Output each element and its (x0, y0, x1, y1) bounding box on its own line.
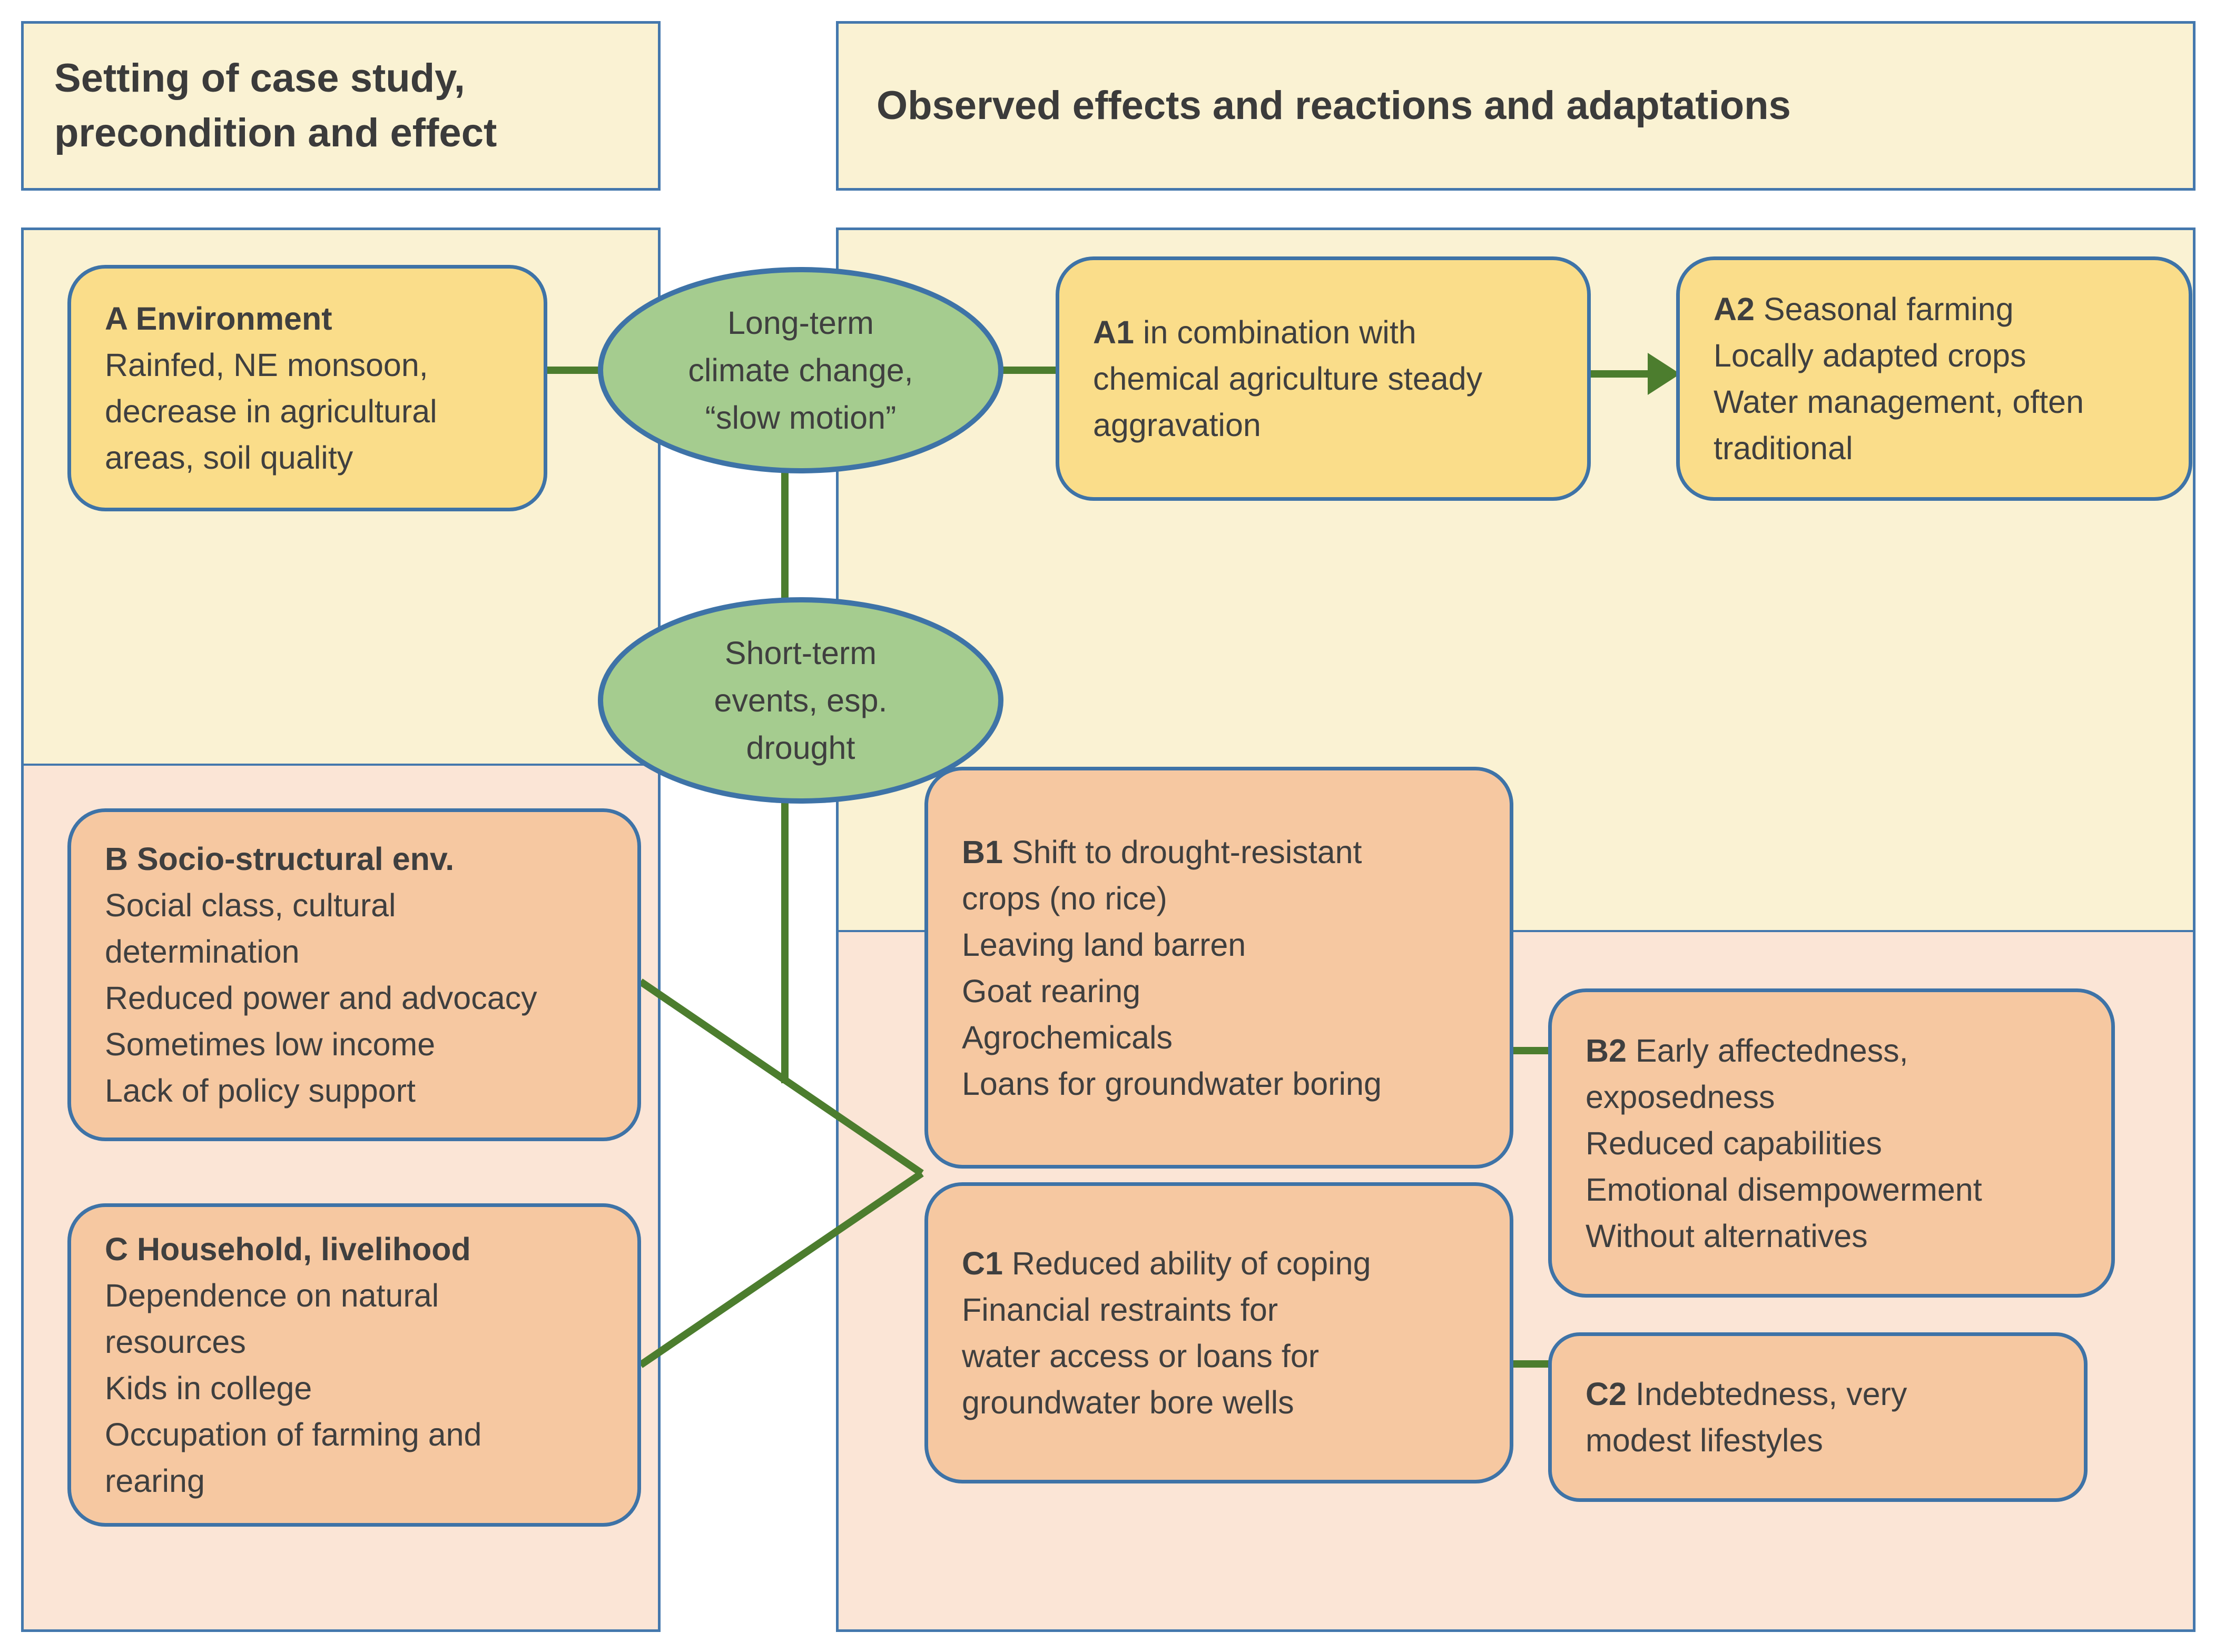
box-b1-first: Shift to drought-resistant (1002, 834, 1362, 870)
box-a2-firstline: A2 Seasonal farming (1714, 286, 2155, 332)
box-a2-seasonal-farming: A2 Seasonal farming Locally adapted crop… (1676, 256, 2192, 501)
connector-a-to-longterm (538, 367, 602, 374)
box-c1-lead: C1 (962, 1245, 1003, 1281)
header-setting-text: Setting of case study, precondition and … (54, 56, 497, 155)
connector-longterm-to-a1 (1000, 367, 1059, 374)
ellipse-short-term-events: Short-term events, esp. drought (598, 597, 1003, 804)
box-b2-firstline: B2 Early affectedness, (1586, 1027, 2078, 1074)
box-c1-reduced-ability-of-coping: C1 Reduced ability of coping Financial r… (924, 1182, 1513, 1483)
box-a1-body: chemical agriculture steady aggravation (1093, 361, 1483, 443)
box-a1-chemical-agriculture: A1 in combination with chemical agricult… (1056, 256, 1591, 501)
connector-longterm-to-shortterm (781, 463, 789, 606)
box-a2-lead: A2 (1714, 291, 1755, 327)
box-c2-body: modest lifestyles (1586, 1422, 1823, 1458)
box-c1-body: Financial restraints for water access or… (962, 1292, 1320, 1420)
box-b-body: Social class, cultural determination Red… (105, 887, 537, 1109)
box-a2-first: Seasonal farming (1754, 291, 2014, 327)
arrowhead-a1-to-a2 (1648, 353, 1680, 395)
box-b2-lead: B2 (1586, 1032, 1627, 1069)
box-b1-firstline: B1 Shift to drought-resistant (962, 829, 1476, 875)
box-b-socio-structural: B Socio-structural env. Social class, cu… (67, 808, 641, 1141)
box-b1-body: crops (no rice) Leaving land barren Goat… (962, 880, 1382, 1102)
box-c-firstline: C Household, livelihood (105, 1226, 604, 1272)
box-c1-firstline: C1 Reduced ability of coping (962, 1240, 1476, 1287)
ellipse-long-term-climate-change: Long-term climate change, “slow motion” (598, 267, 1003, 473)
box-c2-indebtedness: C2 Indebtedness, very modest lifestyles (1548, 1332, 2088, 1502)
ellipse-long-term-text: Long-term climate change, “slow motion” (688, 305, 913, 436)
box-c-household-livelihood: C Household, livelihood Dependence on na… (67, 1203, 641, 1527)
box-b2-body: exposedness Reduced capabilities Emotion… (1586, 1079, 1982, 1254)
box-a-lead: A Environment (105, 301, 332, 337)
header-observed-effects: Observed effects and reactions and adapt… (836, 21, 2196, 191)
header-observed-text: Observed effects and reactions and adapt… (877, 83, 1791, 128)
box-c-lead: C Household, livelihood (105, 1231, 471, 1267)
box-b2-early-affectedness: B2 Early affectedness, exposedness Reduc… (1548, 988, 2115, 1298)
box-a-environment: A Environment Rainfed, NE monsoon, decre… (67, 265, 547, 511)
box-a-firstline: A Environment (105, 295, 510, 342)
box-a1-lead: A1 (1093, 314, 1134, 350)
box-a2-body: Locally adapted crops Water management, … (1714, 338, 2084, 466)
connector-shortterm-down (781, 793, 789, 1083)
box-b-lead: B Socio-structural env. (105, 841, 455, 877)
header-setting-of-case-study: Setting of case study, precondition and … (21, 21, 661, 191)
box-a1-firstline: A1 in combination with (1093, 309, 1553, 355)
connector-b1-to-b2 (1505, 1047, 1553, 1054)
box-a1-first: in combination with (1134, 314, 1416, 350)
box-b1-shift-to-drought-resistant: B1 Shift to drought-resistant crops (no … (924, 767, 1513, 1169)
box-c2-first: Indebtedness, very (1626, 1376, 1907, 1412)
box-c2-lead: C2 (1586, 1376, 1627, 1412)
ellipse-short-term-text: Short-term events, esp. drought (714, 635, 888, 766)
box-a-body: Rainfed, NE monsoon, decrease in agricul… (105, 347, 437, 476)
box-c2-firstline: C2 Indebtedness, very (1586, 1371, 2050, 1417)
connector-c1-to-c2 (1505, 1360, 1553, 1368)
box-c-body: Dependence on natural resources Kids in … (105, 1278, 482, 1499)
box-b-firstline: B Socio-structural env. (105, 836, 604, 882)
box-c1-first: Reduced ability of coping (1002, 1245, 1371, 1281)
box-b2-first: Early affectedness, (1626, 1032, 1908, 1069)
connector-a1-to-a2-shaft (1588, 370, 1650, 378)
box-b1-lead: B1 (962, 834, 1003, 870)
